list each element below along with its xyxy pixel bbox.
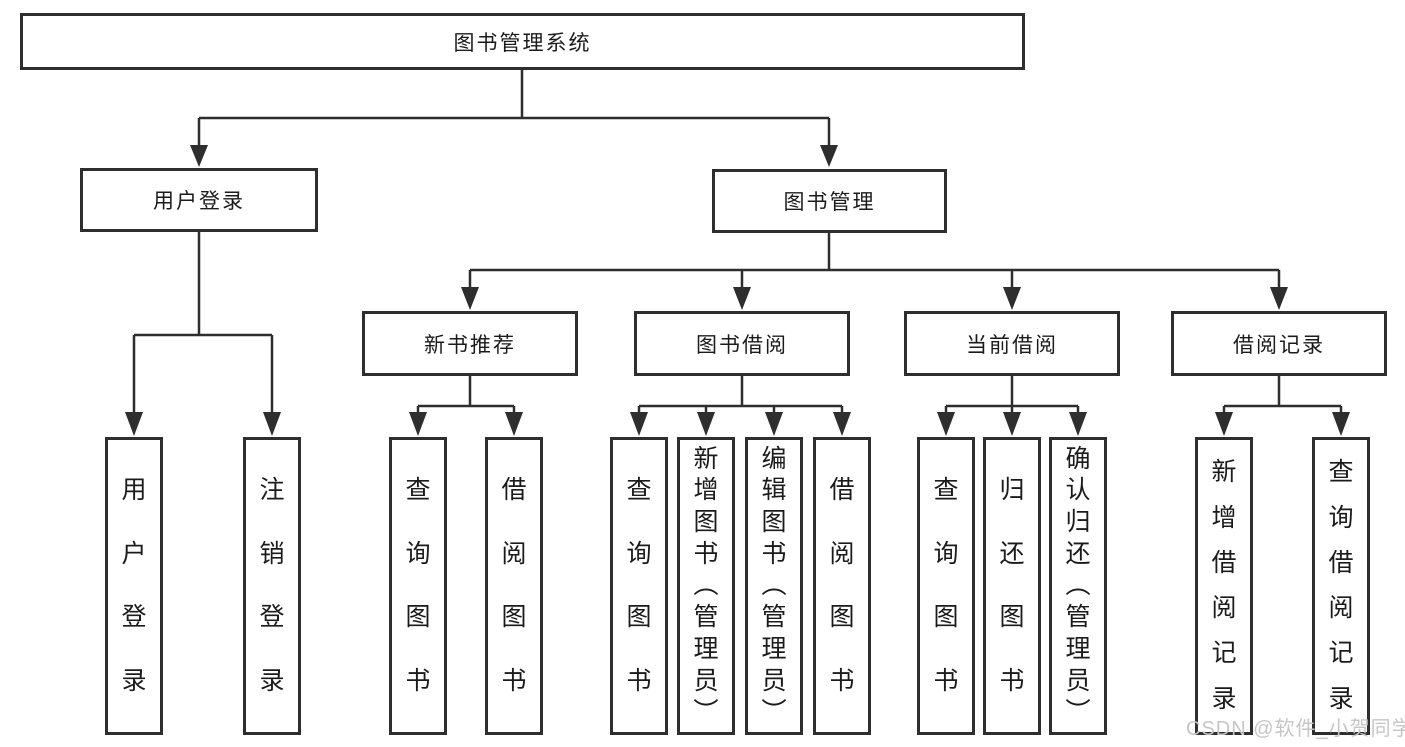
leaf-logout-label: 注销登录 — [259, 476, 285, 695]
leaf-br-add-record: 新增借阅记录 — [1195, 437, 1253, 735]
leaf-bb-query-books-label: 查询图书 — [626, 476, 652, 695]
leaf-br-query-record: 查询借阅记录 — [1312, 437, 1370, 735]
arrowhead — [937, 412, 955, 436]
node-current-borrow-label: 当前借阅 — [966, 333, 1058, 357]
arrowhead — [630, 412, 648, 436]
leaf-cb-query-books-label: 查询图书 — [933, 476, 959, 695]
arrowhead — [1270, 287, 1288, 310]
node-book-management-label: 图书管理 — [783, 191, 876, 214]
leaf-br-query-record-label: 查询借阅记录 — [1328, 458, 1354, 713]
leaf-nbr-borrow-books-label: 借阅图书 — [501, 476, 527, 695]
leaf-logout: 注销登录 — [243, 437, 301, 735]
csdn-watermark: CSDN @软件_小贺同学 — [1186, 718, 1405, 740]
leaf-bb-add-books-admin-label: 新增图书︵管理员︶ — [693, 444, 719, 727]
node-book-management: 图书管理 — [712, 169, 947, 233]
leaf-user-login: 用户登录 — [105, 437, 163, 735]
leaf-br-add-record-label: 新增借阅记录 — [1211, 458, 1237, 713]
leaf-nbr-query-books-label: 查询图书 — [405, 476, 431, 695]
node-user-login: 用户登录 — [80, 168, 318, 232]
node-new-book-recommend: 新书推荐 — [362, 311, 578, 376]
leaf-bb-borrow-books-label: 借阅图书 — [829, 476, 855, 695]
leaf-cb-return-books-label: 归还图书 — [999, 476, 1025, 695]
leaf-user-login-label: 用户登录 — [121, 476, 147, 695]
arrowhead — [263, 412, 281, 436]
arrowhead — [733, 287, 751, 310]
arrowhead — [1069, 412, 1087, 436]
node-borrow-records: 借阅记录 — [1171, 311, 1387, 376]
leaf-cb-confirm-return-admin-label: 确认归还︵管理员︶ — [1065, 444, 1091, 727]
leaf-cb-query-books: 查询图书 — [917, 437, 975, 735]
arrowhead — [1215, 412, 1233, 436]
leaf-nbr-query-books: 查询图书 — [389, 437, 447, 735]
node-current-borrow: 当前借阅 — [904, 311, 1120, 376]
arrowhead — [765, 412, 783, 436]
arrowhead — [820, 145, 838, 167]
leaf-cb-confirm-return-admin: 确认归还︵管理员︶ — [1049, 437, 1107, 735]
node-library-system-label: 图书管理系统 — [453, 31, 592, 55]
leaf-bb-edit-books-admin: 编辑图书︵管理员︶ — [745, 437, 803, 735]
arrowhead — [833, 412, 851, 436]
leaf-bb-add-books-admin: 新增图书︵管理员︶ — [677, 437, 735, 735]
node-book-borrow-label: 图书借阅 — [696, 333, 788, 357]
arrowhead — [697, 412, 715, 436]
leaf-bb-query-books: 查询图书 — [610, 437, 668, 735]
arrowhead — [125, 412, 143, 436]
leaf-bb-borrow-books: 借阅图书 — [813, 437, 871, 735]
arrowhead — [505, 412, 523, 436]
arrowhead — [1003, 412, 1021, 436]
node-new-book-recommend-label: 新书推荐 — [424, 333, 516, 357]
node-user-login-label: 用户登录 — [153, 190, 245, 213]
node-borrow-records-label: 借阅记录 — [1233, 333, 1325, 357]
node-library-system: 图书管理系统 — [20, 13, 1025, 70]
node-book-borrow: 图书借阅 — [634, 311, 850, 376]
leaf-nbr-borrow-books: 借阅图书 — [485, 437, 543, 735]
arrowhead — [190, 145, 208, 167]
arrowhead — [1332, 412, 1350, 436]
leaf-cb-return-books: 归还图书 — [983, 437, 1041, 735]
arrowhead — [461, 287, 479, 310]
leaf-bb-edit-books-admin-label: 编辑图书︵管理员︶ — [761, 444, 787, 727]
arrowhead — [409, 412, 427, 436]
arrowhead — [1003, 287, 1021, 310]
